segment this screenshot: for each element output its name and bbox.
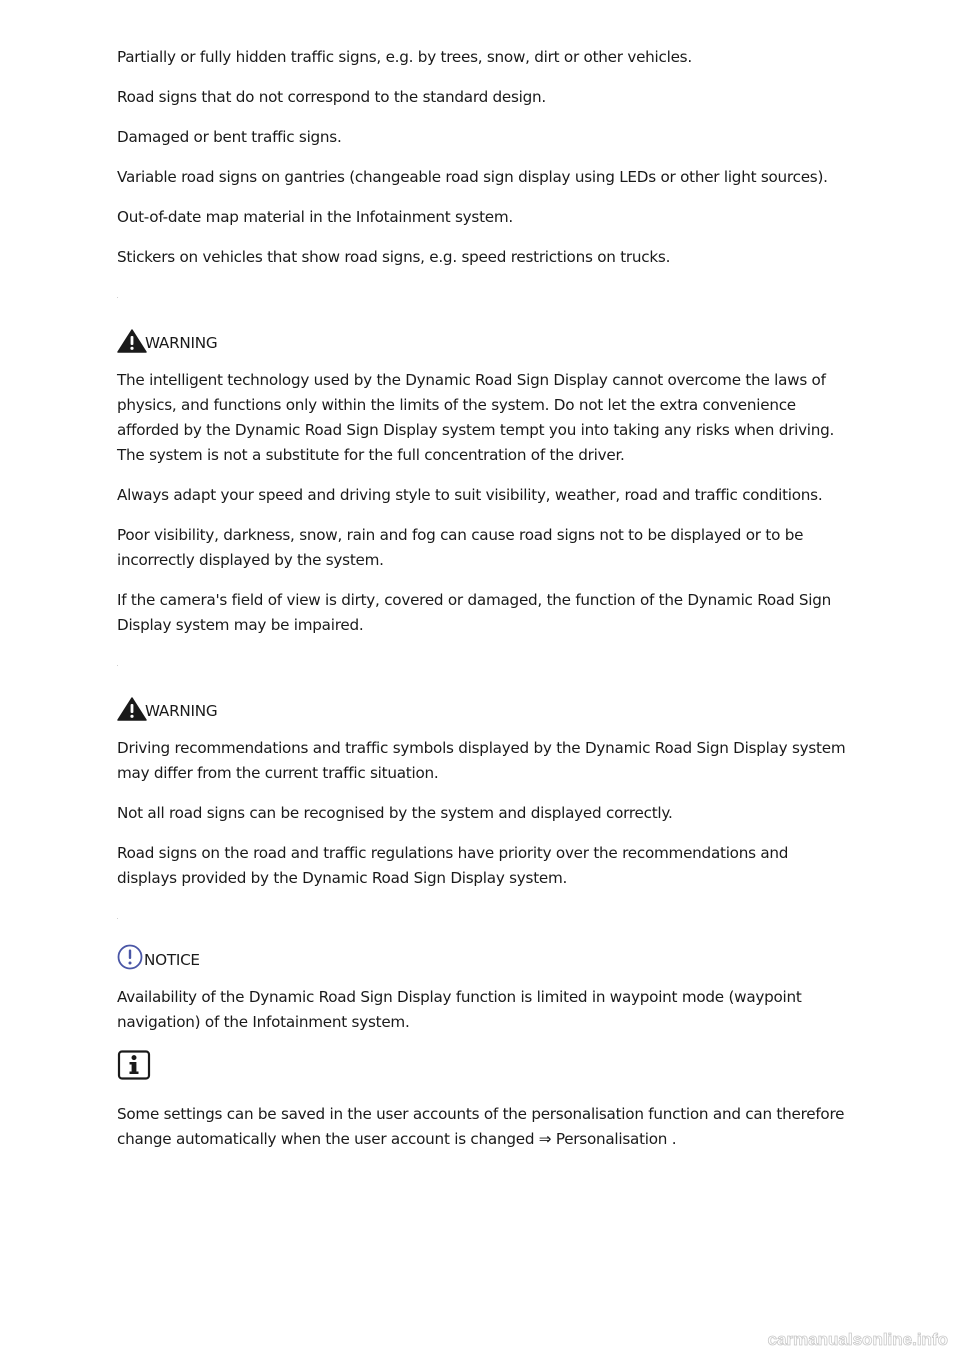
warning-paragraph: If the camera's field of view is dirty, …	[117, 591, 832, 634]
warning-paragraph: Not all road signs can be recognised by …	[117, 804, 673, 822]
section-divider-dot	[117, 297, 118, 298]
intro-item: Road signs that do not correspond to the…	[117, 88, 546, 106]
warning-paragraph: The intelligent technology used by the D…	[117, 371, 835, 464]
warning-paragraph: Poor visibility, darkness, snow, rain an…	[117, 526, 804, 569]
warning-triangle-icon	[117, 697, 147, 721]
notice-label: NOTICE	[144, 951, 200, 969]
warning-paragraph: Always adapt your speed and driving styl…	[117, 486, 823, 504]
info-paragraph: Some settings can be saved in the user a…	[117, 1105, 845, 1148]
info-square-icon	[117, 1050, 151, 1080]
intro-item: Damaged or bent traffic signs.	[117, 128, 342, 146]
section-divider-dot	[117, 918, 118, 919]
exclamation-circle-icon	[117, 944, 143, 970]
intro-item: Variable road signs on gantries (changea…	[117, 168, 828, 186]
warning-heading: WARNING	[117, 693, 852, 721]
notice-heading: NOTICE	[117, 942, 852, 970]
warning-paragraph: Driving recommendations and traffic symb…	[117, 739, 846, 782]
watermark-logo: carmanualsonline.info	[767, 1330, 948, 1350]
info-heading	[117, 1050, 852, 1080]
warning-paragraph: Road signs on the road and traffic regul…	[117, 844, 789, 887]
warning-label: WARNING	[145, 334, 218, 352]
intro-item: Partially or fully hidden traffic signs,…	[117, 48, 692, 66]
notice-paragraph: Availability of the Dynamic Road Sign Di…	[117, 988, 802, 1031]
section-divider-dot	[117, 665, 118, 666]
manual-page-content: Partially or fully hidden traffic signs,…	[117, 45, 852, 1167]
intro-item: Stickers on vehicles that show road sign…	[117, 248, 671, 266]
svg-text:carmanualsonline.info: carmanualsonline.info	[768, 1330, 948, 1349]
warning-label: WARNING	[145, 702, 218, 720]
warning-heading: WARNING	[117, 325, 852, 353]
warning-triangle-icon	[117, 329, 147, 353]
intro-item: Out-of-date map material in the Infotain…	[117, 208, 514, 226]
